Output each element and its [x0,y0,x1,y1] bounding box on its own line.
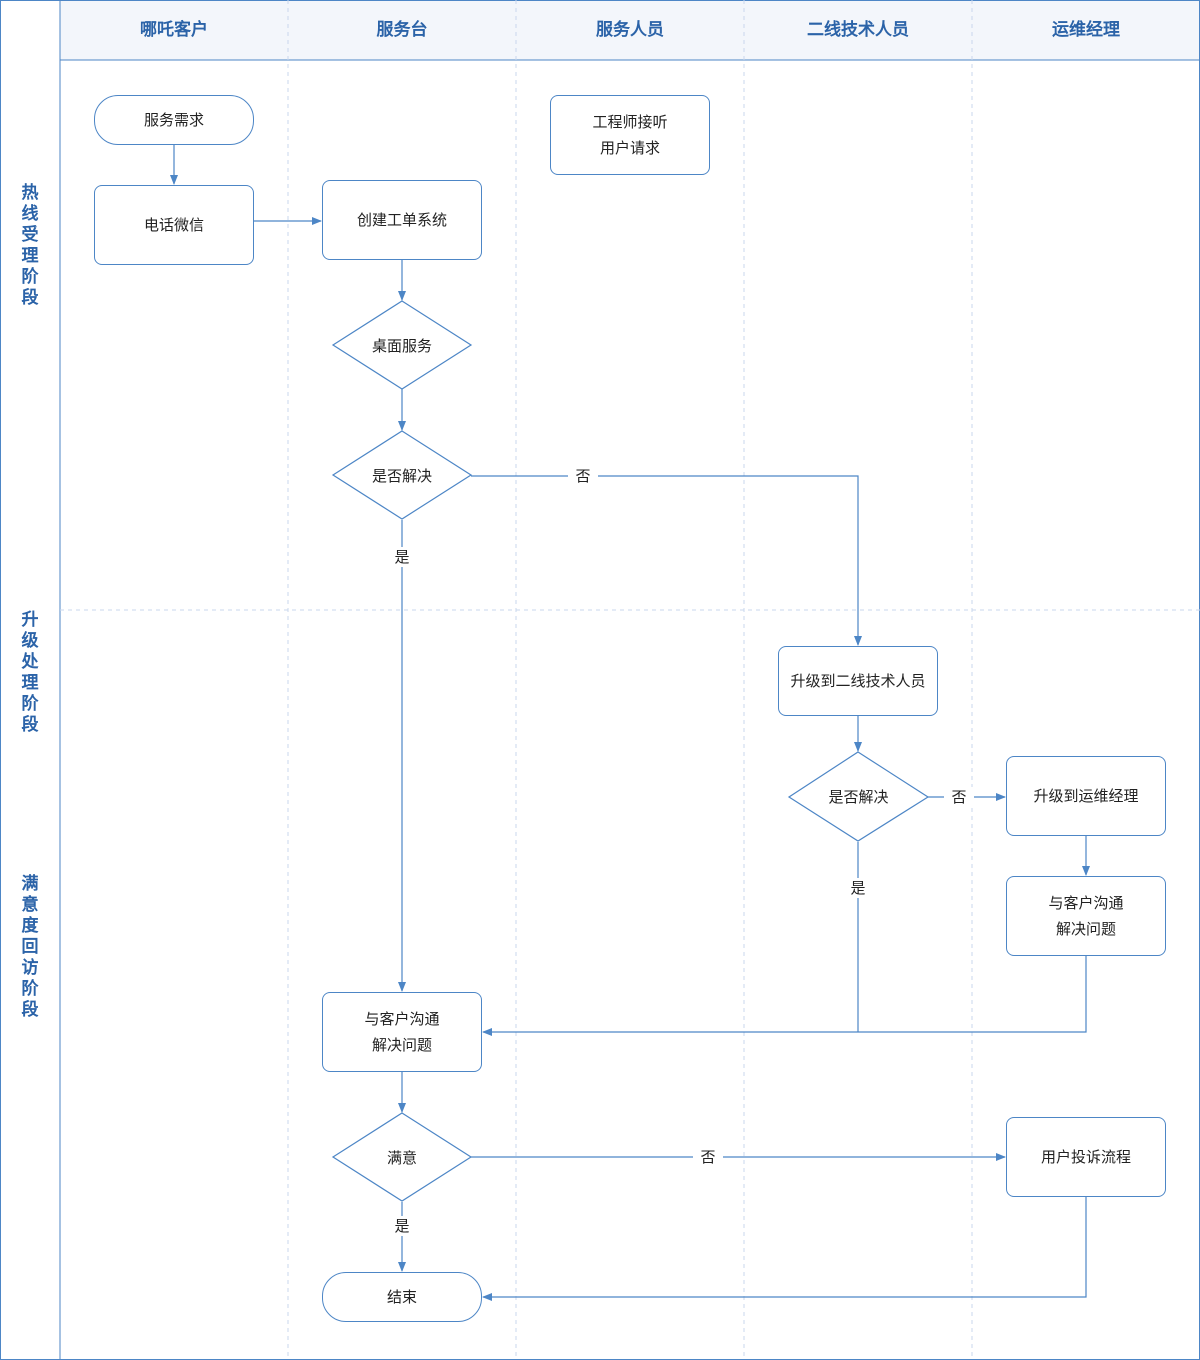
edge-ops-communicate-to-desk [482,956,1087,1036]
desk-communicate-node: 与客户沟通 解决问题 [322,992,482,1072]
satisfied-diamond [331,1112,473,1202]
edge-label-yes-3: 是 [387,1216,417,1236]
edge-label-yes-2: 是 [843,878,873,898]
service-request-node: 服务需求 [94,95,254,145]
resolved-1-label: 是否解决 [371,466,432,485]
resolved-2-label: 是否解决 [828,788,889,806]
satisfied-label: 满意 [386,1148,417,1167]
lane-header-band [60,1,1199,60]
complaint-node: 用户投诉流程 [1006,1117,1166,1197]
connectors [170,145,1090,1301]
phase-label-satisfaction: 满意度回访阶段 [21,874,39,1020]
edge-resolved1-no [471,475,862,646]
escalate-l2-node: 升级到二线技术人员 [778,646,938,716]
lane-title-l2-tech: 二线技术人员 [807,20,909,40]
decision-shapes [331,300,930,1202]
resolved-2-diamond [787,751,930,842]
edge-label-no-3: 否 [693,1147,723,1167]
desktop-service-label: 桌面服务 [371,336,432,355]
phase-label-hotline: 热线受理阶段 [21,183,39,308]
edge-label-no-1: 否 [568,466,598,486]
phone-wechat-node: 电话微信 [94,185,254,265]
create-ticket-node: 创建工单系统 [322,180,482,260]
lane-title-service-desk: 服务台 [376,20,428,40]
edge-label-yes-1: 是 [387,547,417,567]
lane-title-ops-manager: 运维经理 [1052,20,1120,40]
edge-label-no-2: 否 [944,787,974,807]
escalate-ops-node: 升级到运维经理 [1006,756,1166,836]
engineer-answer-node: 工程师接听 用户请求 [550,95,710,175]
lane-title-customer: 哪吒客户 [140,20,208,40]
desktop-service-diamond [331,300,473,390]
end-node: 结束 [322,1272,482,1322]
ops-communicate-node: 与客户沟通 解决问题 [1006,876,1166,956]
phase-label-escalation: 升级处理阶段 [21,610,39,735]
edge-complaint-to-end [482,1197,1087,1301]
lane-separators [60,0,1200,1360]
resolved-1-diamond [331,430,473,520]
lane-title-service-staff: 服务人员 [596,20,664,40]
